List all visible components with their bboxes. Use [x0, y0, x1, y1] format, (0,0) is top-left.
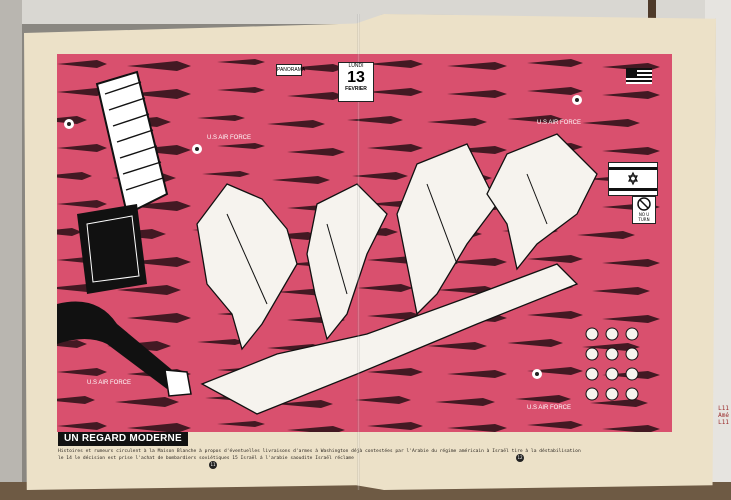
margin-handwriting: L11 Amé L11	[718, 405, 729, 426]
arm-icon	[57, 301, 192, 397]
no-u-turn-label: NO U TURN	[638, 212, 650, 222]
caption-line-1: Histoires et rumeurs circulent à la Mais…	[58, 449, 581, 454]
illustration-svg: U.S AIR FORCE U.S AIR FORCE U.S AIR FORC…	[57, 59, 660, 432]
illustration: U.S AIR FORCE U.S AIR FORCE U.S AIR FORC…	[57, 54, 672, 432]
air-force-label-2: U.S AIR FORCE	[537, 120, 581, 126]
background-pattern	[57, 59, 660, 432]
no-u-turn-sign-icon: NO U TURN	[632, 196, 656, 224]
folio-right: 12	[516, 454, 524, 462]
corner-tag: PANORAMA	[276, 64, 305, 76]
bomb-rack-icon	[77, 70, 169, 294]
margin-note-line-3: L11	[718, 419, 729, 426]
israel-flag-icon	[608, 162, 658, 196]
desk-background-left	[0, 0, 22, 500]
munitions-grid	[585, 327, 639, 401]
date-day-number: 13	[347, 69, 365, 86]
page-fold	[357, 14, 360, 490]
fighter-jets	[196, 133, 598, 415]
folio-left: 11	[209, 461, 217, 469]
margin-note-line-2: Amé	[718, 412, 729, 419]
jet-details	[226, 173, 548, 305]
date-box: LUNDI 13 FEVRIER	[338, 62, 374, 102]
headline: UN REGARD MODERNE	[58, 432, 188, 446]
date-weekday: LUNDI	[348, 63, 364, 69]
margin-note-line-1: L11	[718, 405, 729, 412]
us-flag-icon	[626, 68, 652, 84]
caption-line-2: le 14 le décision est prise l'achat de b…	[58, 456, 354, 461]
air-force-label-4: U.S AIR FORCE	[527, 405, 571, 411]
air-force-label-3: U.S AIR FORCE	[87, 380, 131, 386]
air-force-label-1: U.S AIR FORCE	[207, 135, 251, 141]
caption: Histoires et rumeurs circulent à la Mais…	[58, 448, 678, 462]
date-month: FEVRIER	[345, 86, 367, 92]
